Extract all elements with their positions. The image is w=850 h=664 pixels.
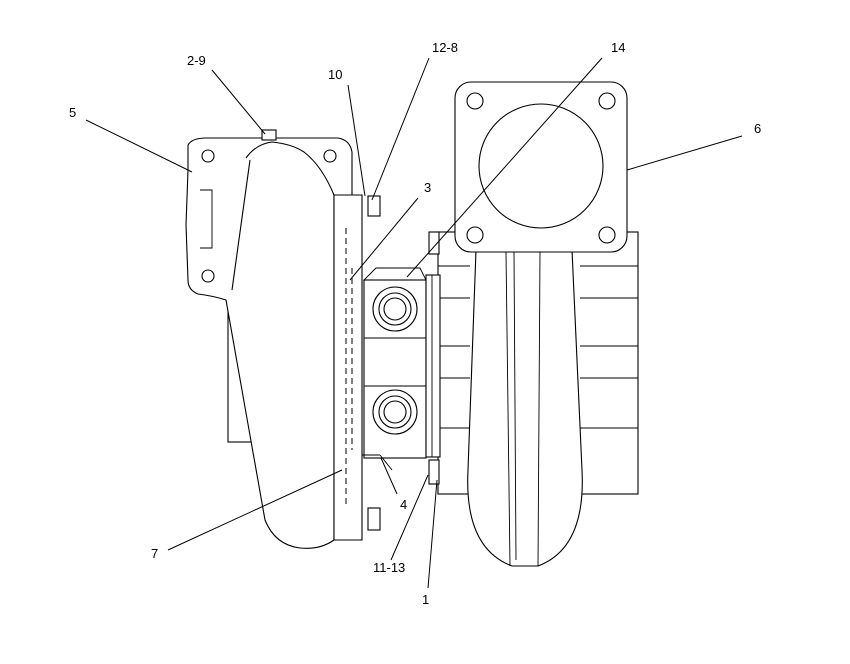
callout-5: 5 xyxy=(69,105,76,120)
callout-7: 7 xyxy=(151,546,158,561)
callout-4: 4 xyxy=(400,497,407,512)
callout-12-8: 12-8 xyxy=(432,40,458,55)
compressor-housing xyxy=(437,81,639,567)
callout-11-13: 11-13 xyxy=(373,560,405,575)
center-housing xyxy=(362,231,441,485)
leader-lines xyxy=(85,57,743,589)
callout-3: 3 xyxy=(424,180,431,195)
callout-1: 1 xyxy=(422,592,429,607)
callout-2-9: 2-9 xyxy=(187,53,206,68)
callout-14: 14 xyxy=(611,40,625,55)
callout-10: 10 xyxy=(328,67,342,82)
callout-6: 6 xyxy=(754,121,761,136)
exhaust-elbow xyxy=(185,129,393,549)
